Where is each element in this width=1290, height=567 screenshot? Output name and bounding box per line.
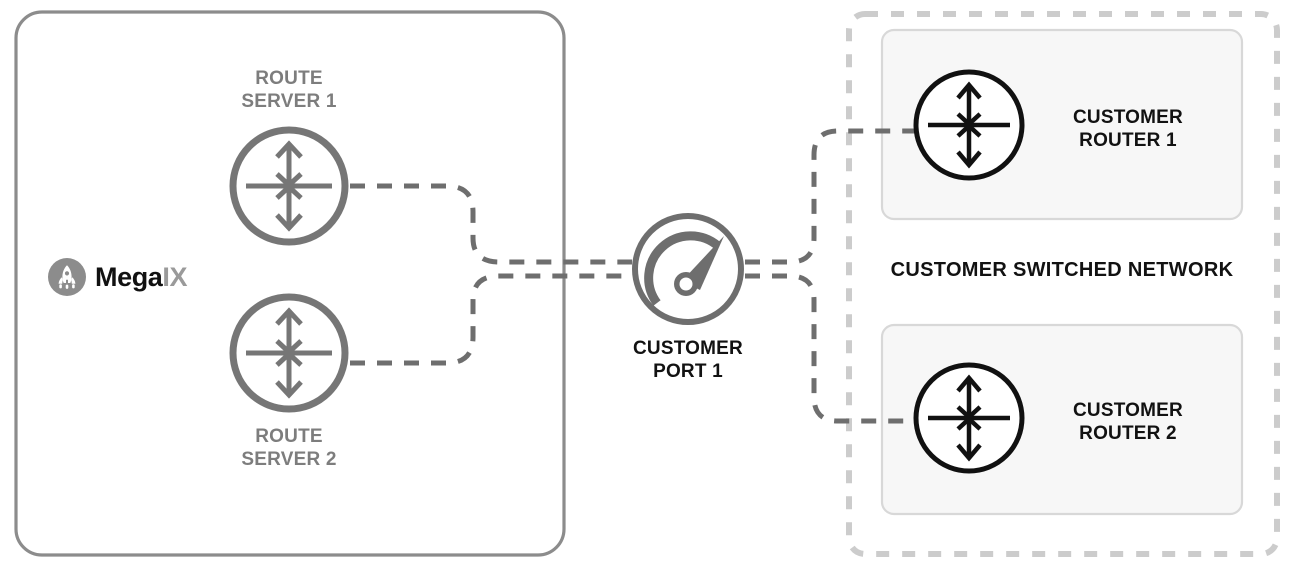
- customer-port-1-label: CUSTOMER PORT 1: [633, 338, 743, 383]
- route-server-2-label: ROUTE SERVER 2: [241, 426, 337, 471]
- customer-router-1-label: CUSTOMER ROUTER 1: [1073, 107, 1183, 152]
- megaix-wordmark: MegaIX: [95, 261, 188, 292]
- brand-name-primary: Mega: [95, 261, 163, 292]
- megaix-brand: MegaIX: [48, 258, 188, 296]
- customer-port-1-icon: [632, 213, 744, 325]
- megaix-panel-box: [14, 10, 566, 557]
- customer-switched-network-label: CUSTOMER SWITCHED NETWORK: [890, 259, 1234, 281]
- link-rs1-port: [350, 183, 632, 265]
- customer-router-2-label: CUSTOMER ROUTER 2: [1073, 400, 1183, 445]
- customer-network-container: [846, 11, 1280, 557]
- customer-router-2-icon: [913, 362, 1025, 474]
- route-server-1-label: ROUTE SERVER 1: [241, 68, 337, 113]
- customer-router-1-icon: [913, 69, 1025, 181]
- link-port-cr2: [745, 273, 917, 424]
- rocket-icon: [48, 258, 86, 296]
- brand-name-secondary: IX: [162, 261, 188, 292]
- route-server-1-icon: [229, 126, 349, 246]
- route-server-2-icon: [229, 293, 349, 413]
- link-port-cr1: [745, 128, 917, 265]
